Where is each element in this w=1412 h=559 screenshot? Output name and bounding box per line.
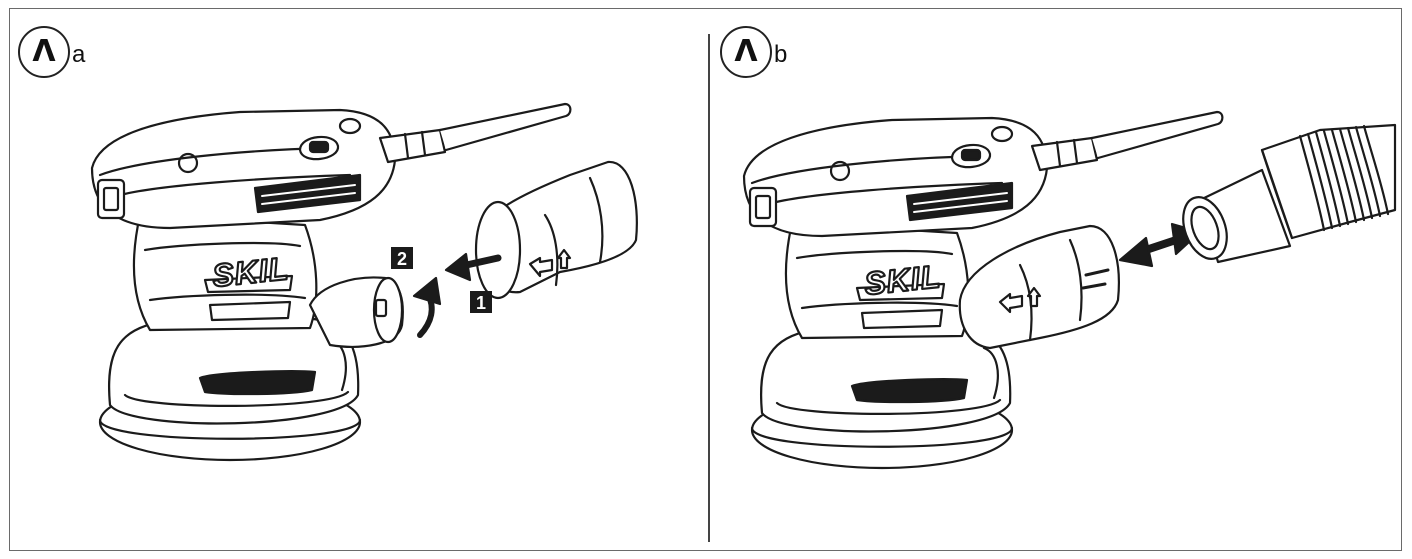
panel-b-label: Λ b (720, 26, 787, 78)
vacuum-hose (1182, 123, 1397, 264)
figure-frame (9, 8, 1402, 551)
panel-b-badge: Λ (720, 26, 772, 78)
sander-a-brand-label: SKIL (211, 250, 291, 294)
insert-arrowhead (444, 252, 472, 282)
sander-b-brand-label: SKIL (863, 258, 943, 302)
panel-divider (708, 34, 710, 542)
svg-text:2: 2 (397, 249, 407, 269)
panel-a-badge: Λ (18, 26, 70, 78)
svg-text:1: 1 (476, 293, 486, 313)
connect-arrowhead-left (1118, 236, 1154, 268)
rotate-arrowhead (412, 276, 442, 306)
step-2-marker: 2 (391, 247, 413, 269)
step-1-marker: 1 (470, 291, 492, 313)
dust-box-a (474, 160, 638, 300)
sander-b: SKIL (742, 110, 1224, 470)
dust-box-b (958, 224, 1120, 350)
sander-a: SKIL (90, 102, 572, 462)
dust-outlet-a (308, 276, 404, 348)
panel-b-suffix: b (774, 41, 788, 68)
panel-a-suffix: a (72, 41, 86, 68)
panel-a-label: Λ a (18, 26, 85, 78)
